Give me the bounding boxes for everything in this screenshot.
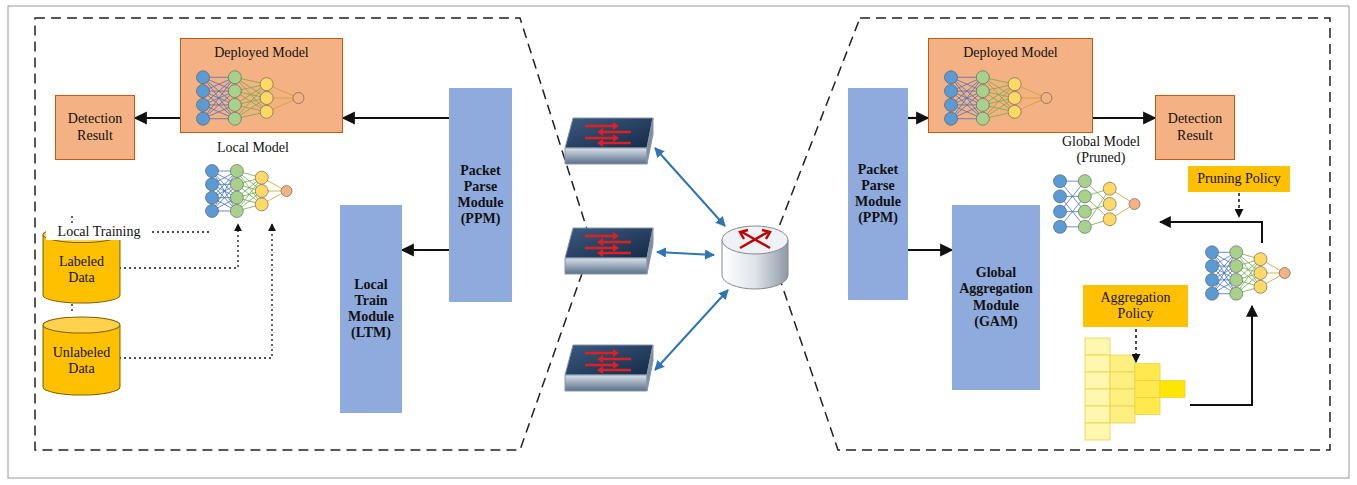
node-text: Detection Result [1160,111,1230,143]
node-text: Local Train Module (LTM) [345,277,397,341]
annotation-label: Global Model (Pruned) [1055,134,1147,166]
policy-box: Pruning Policy [1188,166,1290,192]
switch-icon [565,118,653,164]
module-box: Global Aggregation Module (GAM) [952,205,1040,390]
network-links [655,148,728,370]
module-box: Local Train Module (LTM) [340,205,402,413]
deployed-net [929,67,1092,129]
node-text: Detection Result [60,111,130,143]
switch-icon [565,228,653,274]
node-text: Deployed Model [214,43,308,61]
result-box: Detection Result [55,95,135,160]
policy-box: Aggregation Policy [1083,285,1188,327]
node-text: Packet Parse Module (PPM) [853,162,903,226]
annotation-label: Local Model [205,140,301,156]
data-cylinder: Unlabeled Data [42,316,121,396]
flow-arrow [1093,117,1155,119]
router [722,226,788,289]
edge-panel [35,18,592,450]
neural-net [945,71,1052,125]
neural-net [197,71,304,125]
neural-net [1054,175,1141,234]
outer-frame [8,6,1349,478]
flow-arrow [135,117,180,119]
switch-icon [565,345,653,391]
flow-arrow [343,117,449,119]
module-box: Packet Parse Module (PPM) [848,88,908,300]
node-text: Aggregation Policy [1088,290,1183,322]
node-text: Global Aggregation Module (GAM) [957,265,1035,329]
flow-arrow [402,249,449,251]
flow-arrow [908,249,952,251]
module-box: Packet Parse Module (PPM) [449,88,512,302]
pyramid [1085,338,1185,440]
node-text: Unlabeled Data [45,345,118,377]
flow-arrow [908,117,928,119]
policy-arrows [1136,193,1239,362]
node-text: Pruning Policy [1197,171,1281,187]
deployed-net [181,67,342,129]
model-box: Deployed Model [928,38,1093,133]
neural-net [206,165,293,218]
server-panel [770,18,1330,450]
switches [565,118,653,391]
annotation-label: Local Training [46,224,152,240]
model-box: Deployed Model [180,38,343,133]
neural-net [1206,246,1291,300]
node-text: Deployed Model [963,43,1057,61]
node-text: Packet Parse Module (PPM) [454,163,507,227]
result-box: Detection Result [1155,95,1235,160]
node-text: Labeled Data [45,254,118,286]
